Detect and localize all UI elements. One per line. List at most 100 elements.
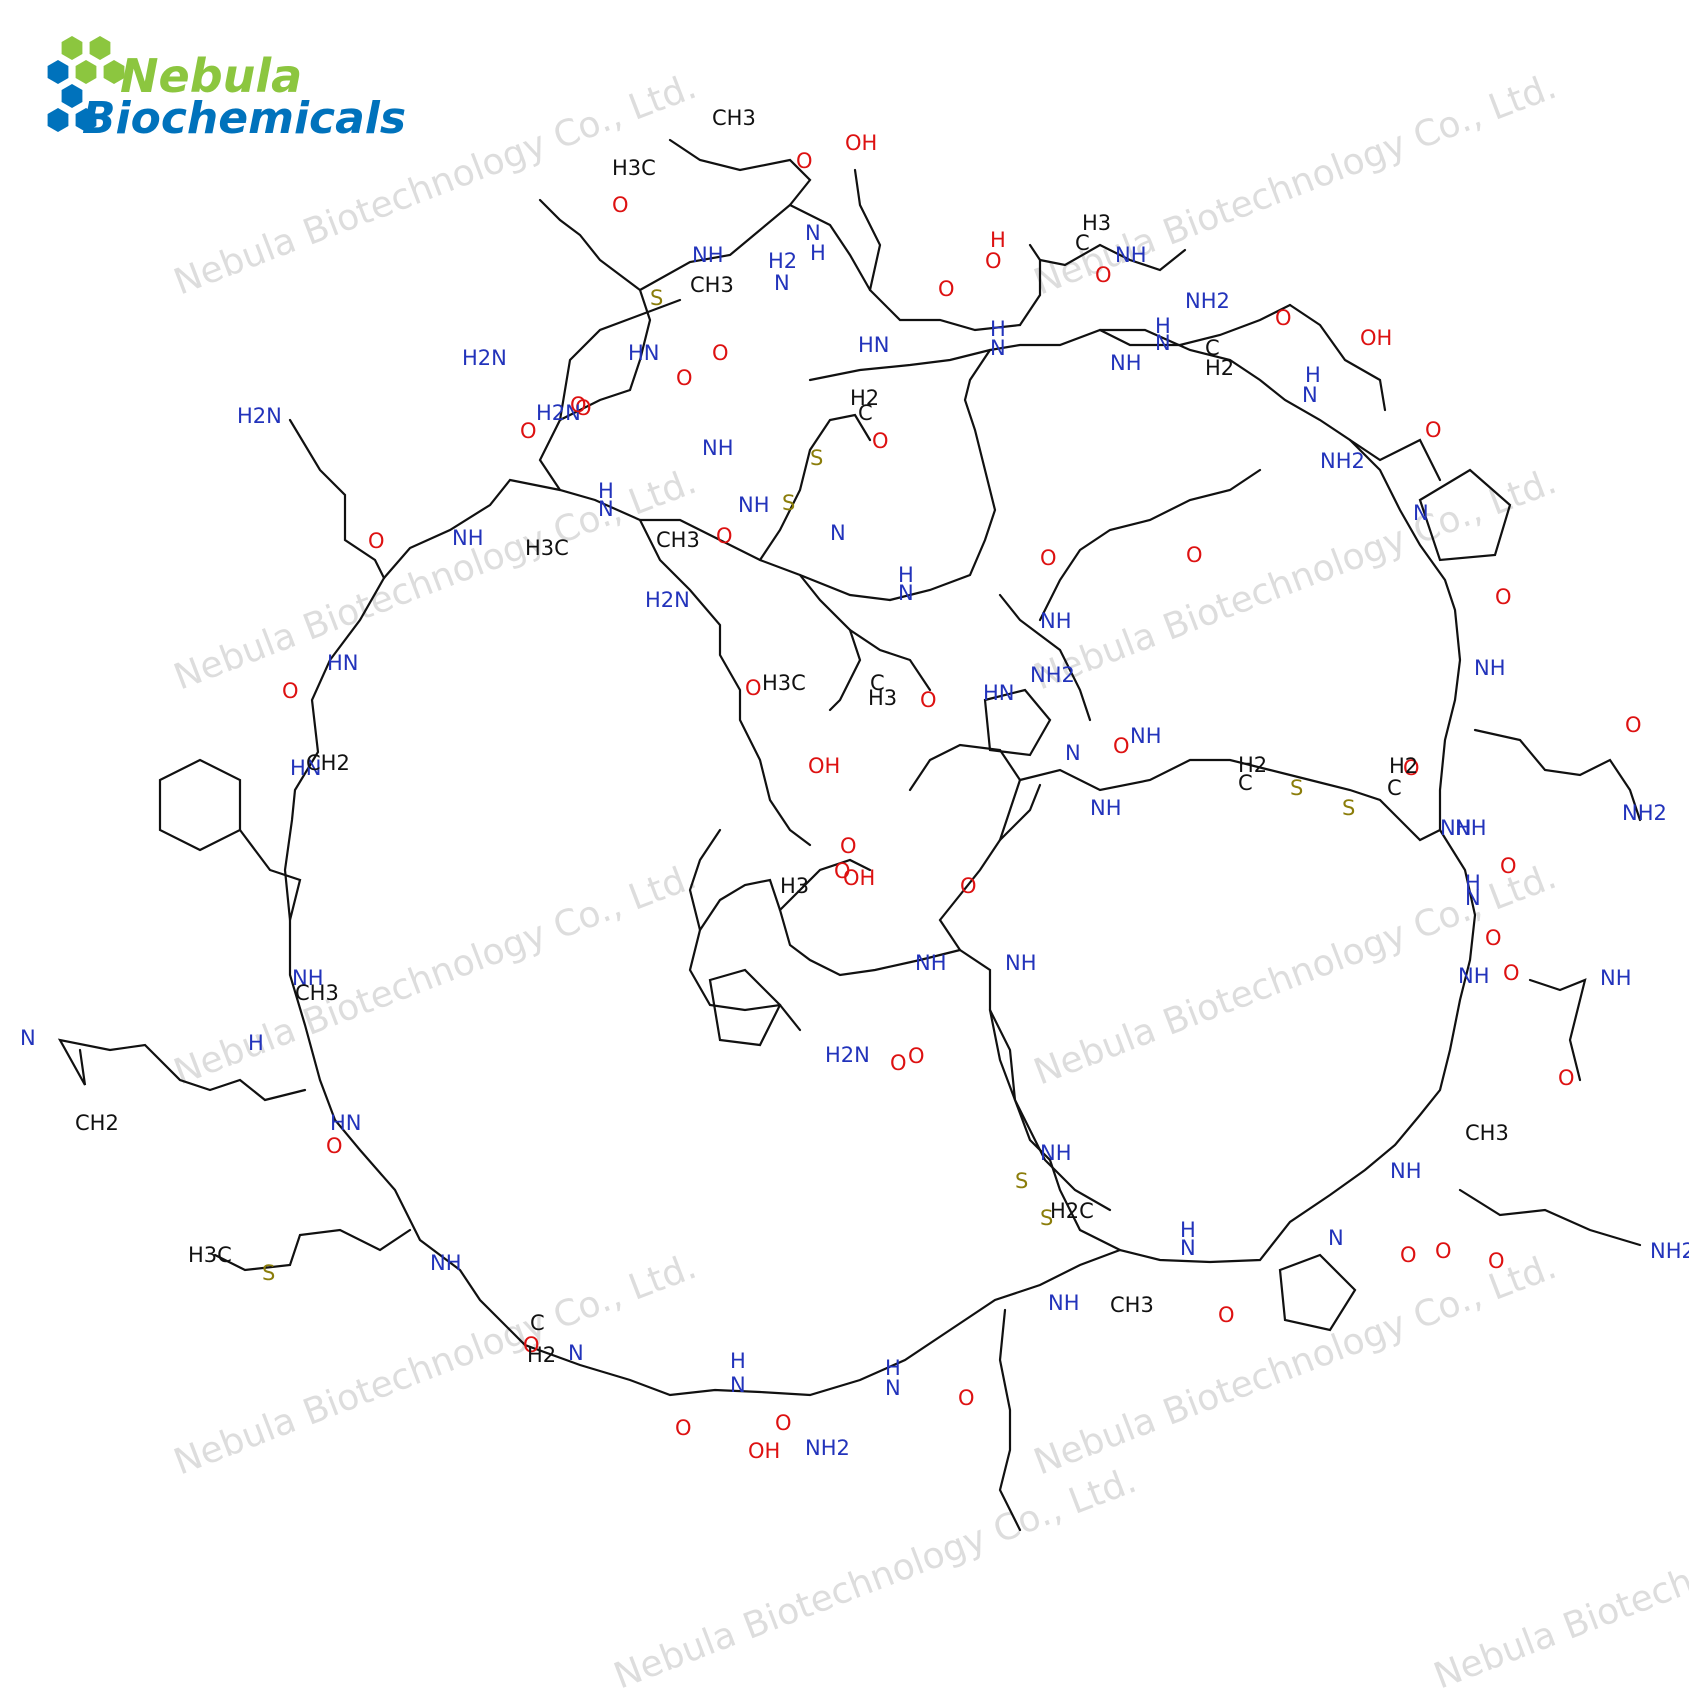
- atom-label: H: [598, 479, 614, 503]
- atom-label: O: [1485, 926, 1502, 950]
- atom-label: S: [1342, 796, 1355, 820]
- atom-label: HN: [327, 651, 359, 675]
- atom-label: O: [1040, 546, 1057, 570]
- atom-label: O: [908, 1044, 925, 1068]
- atom-label: OH: [845, 131, 877, 155]
- atom-label: NH: [1048, 1291, 1080, 1315]
- atom-label: O: [1186, 543, 1203, 567]
- atom-label: CH3: [295, 981, 339, 1005]
- atom-label: N: [898, 581, 914, 605]
- atom-label: O: [523, 1333, 540, 1357]
- atom-label: H: [248, 1031, 264, 1055]
- watermark-text: Nebula Biotechnology Co., Ltd.: [169, 461, 702, 698]
- atom-label: NH2: [1622, 801, 1667, 825]
- atom-label: OH: [843, 866, 875, 890]
- atom-label: C: [1387, 776, 1402, 800]
- atom-label: H2: [1205, 356, 1234, 380]
- atom-label: N: [1302, 383, 1318, 407]
- atom-label: NH: [1458, 964, 1490, 988]
- atom-label: S: [782, 491, 795, 515]
- atom-label: O: [520, 419, 537, 443]
- atom-label: H: [730, 1349, 746, 1373]
- atom-label: O: [1275, 306, 1292, 330]
- atom-label: H2N: [462, 346, 507, 370]
- atom-label: H3C: [525, 536, 569, 560]
- watermark-layer: Nebula Biotechnology Co., Ltd. Nebula Bio…: [169, 66, 1689, 1689]
- atom-label: O: [575, 396, 592, 420]
- atom-label: HN: [983, 681, 1015, 705]
- atom-label: CH3: [712, 106, 756, 130]
- atom-label: NH2: [805, 1436, 850, 1460]
- atom-label: O: [985, 249, 1002, 273]
- atom-label: N: [830, 521, 846, 545]
- atom-label: N: [598, 497, 614, 521]
- atom-label: O: [1500, 854, 1517, 878]
- logo: Nebula Biochemicals: [47, 36, 406, 144]
- atom-label: O: [1488, 1249, 1505, 1273]
- atom-label: H3C: [188, 1243, 232, 1267]
- atom-label: O: [840, 834, 857, 858]
- atom-label: NH: [1600, 966, 1632, 990]
- logo-line1: Nebula: [120, 49, 302, 103]
- atom-label: N: [1180, 1236, 1196, 1260]
- atom-label: CH3: [1465, 1121, 1509, 1145]
- atom-label: S: [1015, 1169, 1028, 1193]
- atom-label: H: [810, 241, 826, 265]
- logo-line2: Biochemicals: [82, 93, 406, 144]
- atom-label: O: [1558, 1066, 1575, 1090]
- atom-label: O: [712, 341, 729, 365]
- atom-label: NH: [1455, 816, 1487, 840]
- atom-label: H: [1180, 1218, 1196, 1242]
- atom-label: H3: [1082, 211, 1111, 235]
- atom-label: N: [568, 1341, 584, 1365]
- atom-label: H3C: [762, 671, 806, 695]
- hexagon-cell: [75, 60, 97, 84]
- atom-label: O: [890, 1051, 907, 1075]
- atom-label: H2N: [536, 401, 581, 425]
- atom-label: NH: [1115, 243, 1147, 267]
- atom-label: O: [1425, 418, 1442, 442]
- hexagon-cell: [75, 108, 97, 132]
- atom-label: N: [990, 336, 1006, 360]
- atom-label: S: [810, 446, 823, 470]
- atom-label: N: [1328, 1226, 1344, 1250]
- atom-label: H3: [868, 686, 897, 710]
- atom-label: O: [920, 688, 937, 712]
- atom-label: O: [1218, 1303, 1235, 1327]
- atom-label: NH: [915, 951, 947, 975]
- atom-label: NH: [292, 966, 324, 990]
- atom-label: H2: [850, 386, 879, 410]
- atom-label: H2N: [237, 404, 282, 428]
- atom-label: NH2: [1185, 289, 1230, 313]
- atom-label: NH: [1440, 816, 1472, 840]
- atom-label: O: [834, 859, 851, 883]
- atom-label: H: [898, 563, 914, 587]
- watermark-text: Nebula Biotechnology Co., Ltd.: [1429, 1460, 1689, 1689]
- atom-label: N: [1413, 501, 1429, 525]
- atom-label: N: [774, 271, 790, 295]
- atom-label: N: [1155, 331, 1171, 355]
- atom-label: O: [676, 366, 693, 390]
- atom-label: H2N: [825, 1043, 870, 1067]
- atom-label: S: [262, 1261, 275, 1285]
- atom-label: HN: [858, 333, 890, 357]
- atom-label: O: [1113, 734, 1130, 758]
- hexagon-cell: [61, 36, 83, 60]
- hexagon-cluster-icon: [47, 36, 125, 132]
- atom-label: O: [745, 676, 762, 700]
- atom-label: OH: [808, 754, 840, 778]
- atom-label: O: [716, 524, 733, 548]
- atom-label: NH: [1474, 656, 1506, 680]
- atom-label: H: [1465, 871, 1481, 895]
- atom-label: H2C: [1050, 1199, 1094, 1223]
- atom-label: NH: [452, 526, 484, 550]
- hexagon-cell: [61, 84, 83, 108]
- watermark-text: Nebula Biotechnology Co., Ltd.: [169, 856, 702, 1093]
- atom-label: NH2: [1650, 1239, 1689, 1263]
- atom-label: O: [1095, 263, 1112, 287]
- atom-label: O: [872, 429, 889, 453]
- atom-label: NH: [702, 436, 734, 460]
- atom-label: N: [20, 1026, 36, 1050]
